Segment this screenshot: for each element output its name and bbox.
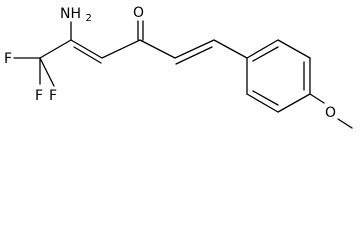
bond-c6-ring (213, 39, 248, 59)
amine-label-text: NH (60, 6, 81, 22)
atom-label-f2: F (35, 88, 43, 104)
bond-c2-c3 (70, 39, 103, 59)
bond-c4-c5 (139, 39, 176, 59)
bond-c5-c6-second (175, 46, 213, 65)
bond-ring-o (309, 93, 325, 104)
atom-label-ether-oxygen: O (325, 105, 336, 121)
atom-label-f3: F (49, 88, 57, 104)
ring-bond-2 (277, 39, 311, 59)
bond-c2-c3-second (73, 46, 102, 64)
bond-c5-c6 (174, 39, 215, 59)
ring-bond-5-inner (252, 90, 279, 106)
bond-c1-c2 (39, 39, 72, 59)
bond-c3-c4 (101, 39, 141, 59)
atom-label-ketone-oxygen: O (133, 5, 144, 21)
ring-bond-4 (277, 93, 311, 113)
bond-o-ch3 (337, 118, 353, 129)
chemical-structure-diagram: F F F NH 2 O O (4, 5, 353, 129)
bond-c1-f3 (39, 57, 55, 87)
amine-subscript: 2 (85, 13, 91, 24)
atom-label-f1: F (4, 51, 12, 67)
atom-label-amine: NH 2 (60, 6, 92, 24)
ring-bond-5 (246, 93, 279, 113)
ring-bond-1 (246, 39, 279, 59)
ring-bond-1-inner (252, 46, 279, 62)
